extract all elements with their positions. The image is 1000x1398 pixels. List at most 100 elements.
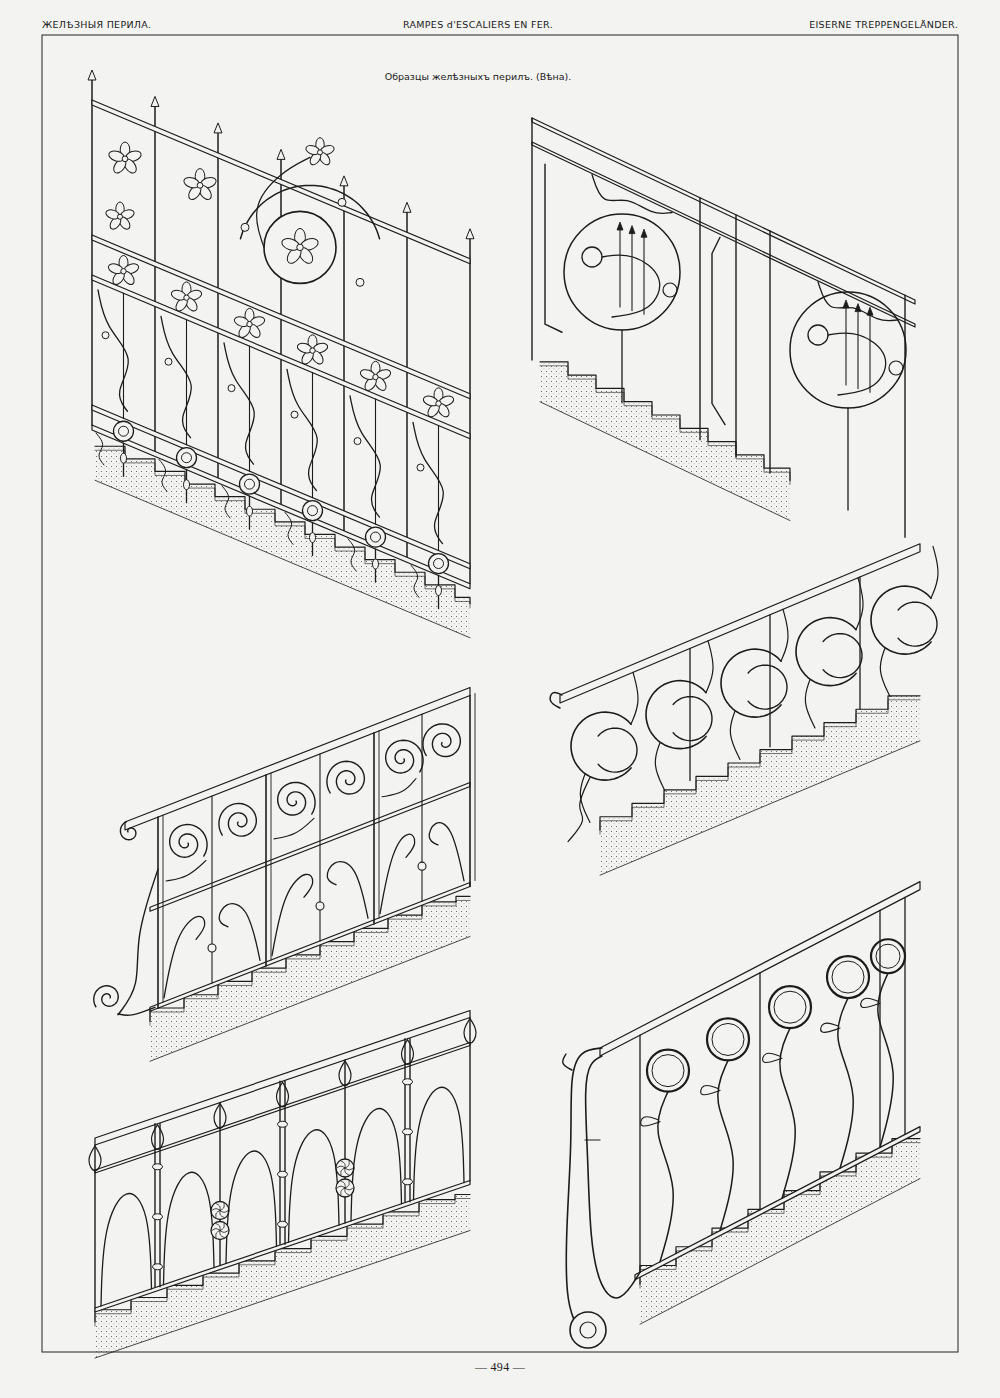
- flower-heart: [297, 244, 303, 250]
- roundel: [240, 474, 260, 494]
- post-collar: [153, 1164, 163, 1170]
- iron-bar: [219, 1103, 220, 1266]
- bud: [356, 278, 364, 286]
- baluster-knob: [436, 586, 442, 596]
- handrail-curl: [563, 1054, 572, 1070]
- stair-steps: [540, 362, 790, 481]
- railing-ovals: [532, 118, 915, 537]
- iron-flower: [305, 138, 336, 167]
- ring: [871, 939, 905, 973]
- ring: [647, 1050, 689, 1092]
- stair-mass: [540, 362, 790, 521]
- inner-ring: [663, 283, 677, 297]
- rosette-spoke: [216, 1211, 220, 1218]
- tendril: [568, 777, 590, 841]
- tendril: [856, 578, 863, 630]
- iron-bar: [375, 399, 376, 524]
- spear-tip: [641, 229, 647, 237]
- iron-flower: [183, 169, 218, 202]
- railing-flowers: [88, 70, 474, 638]
- stair-steps: [95, 446, 470, 604]
- bud: [208, 944, 216, 952]
- small-s-scroll: [285, 512, 293, 544]
- iron-bar: [904, 897, 905, 1134]
- iron-flower: [422, 388, 455, 419]
- spear-tip: [617, 222, 623, 230]
- bud: [165, 358, 172, 365]
- flower-heart: [310, 348, 315, 353]
- ring-inner: [652, 1055, 684, 1087]
- leaf: [861, 998, 880, 1007]
- newel-volute: [570, 1312, 606, 1348]
- roundel-core: [119, 426, 129, 436]
- flower-heart: [317, 150, 322, 155]
- iron-bar: [280, 159, 282, 504]
- rosette-spoke: [345, 1161, 349, 1168]
- post-collar: [403, 1079, 413, 1085]
- iron-bar: [857, 312, 858, 389]
- rail: [150, 882, 470, 1011]
- bud: [417, 464, 424, 471]
- iron-bar: [769, 615, 770, 747]
- post-finial: [88, 70, 96, 80]
- iron-bar: [157, 817, 159, 1008]
- iron-bar: [847, 408, 848, 510]
- plate-frame: [42, 35, 958, 1352]
- tendril: [274, 818, 314, 839]
- iron-scroll: [98, 290, 128, 411]
- newel-outline: [586, 1056, 640, 1298]
- roundel: [366, 527, 386, 547]
- iron-flower: [170, 282, 203, 313]
- tendril: [382, 779, 416, 797]
- handrail: [95, 1011, 470, 1146]
- teardrop-loop: [89, 1146, 101, 1171]
- bud: [338, 198, 346, 206]
- roundel: [177, 448, 197, 468]
- post-finial: [151, 96, 159, 106]
- stair-stringer: [95, 1231, 470, 1359]
- c-scroll: [571, 712, 631, 780]
- rosette-spoke: [216, 1224, 220, 1231]
- tendril: [781, 609, 788, 661]
- post-collar: [278, 1221, 288, 1227]
- arch-bar: [351, 1109, 402, 1221]
- flower-heart: [121, 269, 126, 274]
- ring: [769, 986, 811, 1028]
- whiplash-stem: [718, 1060, 733, 1230]
- bud: [228, 385, 235, 392]
- rosette-spoke: [220, 1211, 228, 1213]
- tendril: [880, 648, 890, 696]
- stair-mass: [640, 1139, 920, 1325]
- iron-bar: [211, 796, 212, 983]
- lower-curl: [272, 874, 313, 955]
- small-s-scroll: [348, 539, 356, 571]
- rail: [92, 425, 470, 589]
- arch-bar: [414, 1087, 465, 1199]
- iron-bar: [879, 910, 880, 1147]
- rail: [92, 405, 470, 569]
- bud: [354, 438, 361, 445]
- iron-bar: [469, 1018, 470, 1181]
- ring-inner: [876, 944, 900, 968]
- c-scroll: [721, 649, 781, 717]
- running-head: EISERNE TREPPENGELÄNDER.: [809, 19, 958, 30]
- post-collar: [153, 1264, 163, 1270]
- post-collar: [278, 1171, 288, 1177]
- stair-nosing: [540, 366, 790, 485]
- stair-stringer: [540, 402, 790, 521]
- iron-flower: [105, 202, 136, 231]
- tendril: [730, 711, 740, 759]
- bud: [418, 862, 426, 870]
- whiplash: [592, 175, 672, 214]
- leaf: [641, 1117, 660, 1126]
- running-head: RAMPES d'ESCALIERS EN FER.: [403, 19, 553, 30]
- whiplash-stem: [838, 998, 853, 1168]
- c-scroll-inner: [673, 697, 712, 741]
- inner-loop: [828, 333, 886, 395]
- iron-bar: [531, 118, 532, 360]
- iron-bar: [343, 186, 345, 531]
- newel-scroll: [118, 869, 158, 1015]
- stair-nosing: [95, 450, 470, 608]
